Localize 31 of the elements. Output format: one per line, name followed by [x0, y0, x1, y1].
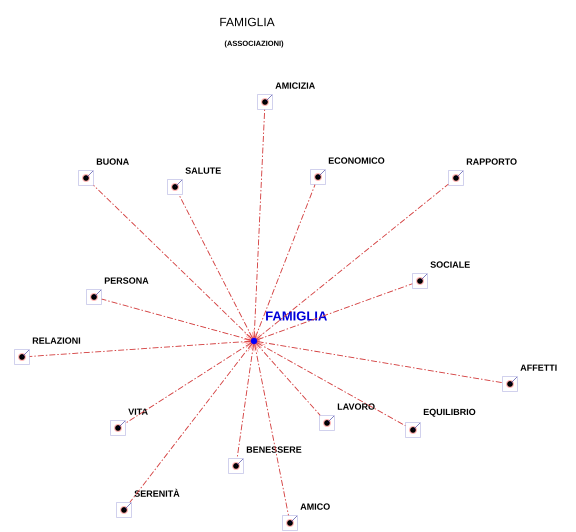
connector — [178, 194, 253, 338]
node-label: SALUTE — [185, 167, 221, 174]
connector — [256, 184, 449, 340]
connector — [254, 109, 266, 338]
connector — [236, 344, 254, 459]
connector — [254, 344, 289, 516]
connector — [256, 342, 406, 426]
connector — [125, 342, 252, 424]
node-label: LAVORO — [338, 403, 375, 410]
connector — [257, 283, 413, 340]
node-label: SERENITÀ — [134, 488, 180, 497]
connector — [129, 343, 252, 503]
node-label: ECONOMICO — [328, 157, 384, 164]
node-label: AMICIZIA — [275, 82, 315, 89]
node-label: AMICO — [300, 503, 330, 510]
connector — [101, 298, 251, 340]
node-label: AFFETTI — [520, 364, 557, 371]
node-label: RELAZIONI — [32, 337, 80, 344]
node-label: SOCIALE — [430, 261, 470, 268]
node-label: EQUILIBRIO — [424, 408, 476, 417]
connector — [254, 184, 316, 338]
node-label: RAPPORTO — [466, 158, 517, 165]
title: FAMIGLIA — [220, 18, 275, 26]
node-label: BUONA — [96, 158, 129, 165]
connector — [93, 185, 252, 339]
node-label: VITA — [128, 408, 148, 415]
node-label: PERSONA — [104, 277, 148, 284]
center-label: FAMIGLIA — [266, 311, 327, 321]
connector — [257, 341, 503, 384]
connector — [29, 340, 251, 357]
connector — [256, 343, 321, 416]
